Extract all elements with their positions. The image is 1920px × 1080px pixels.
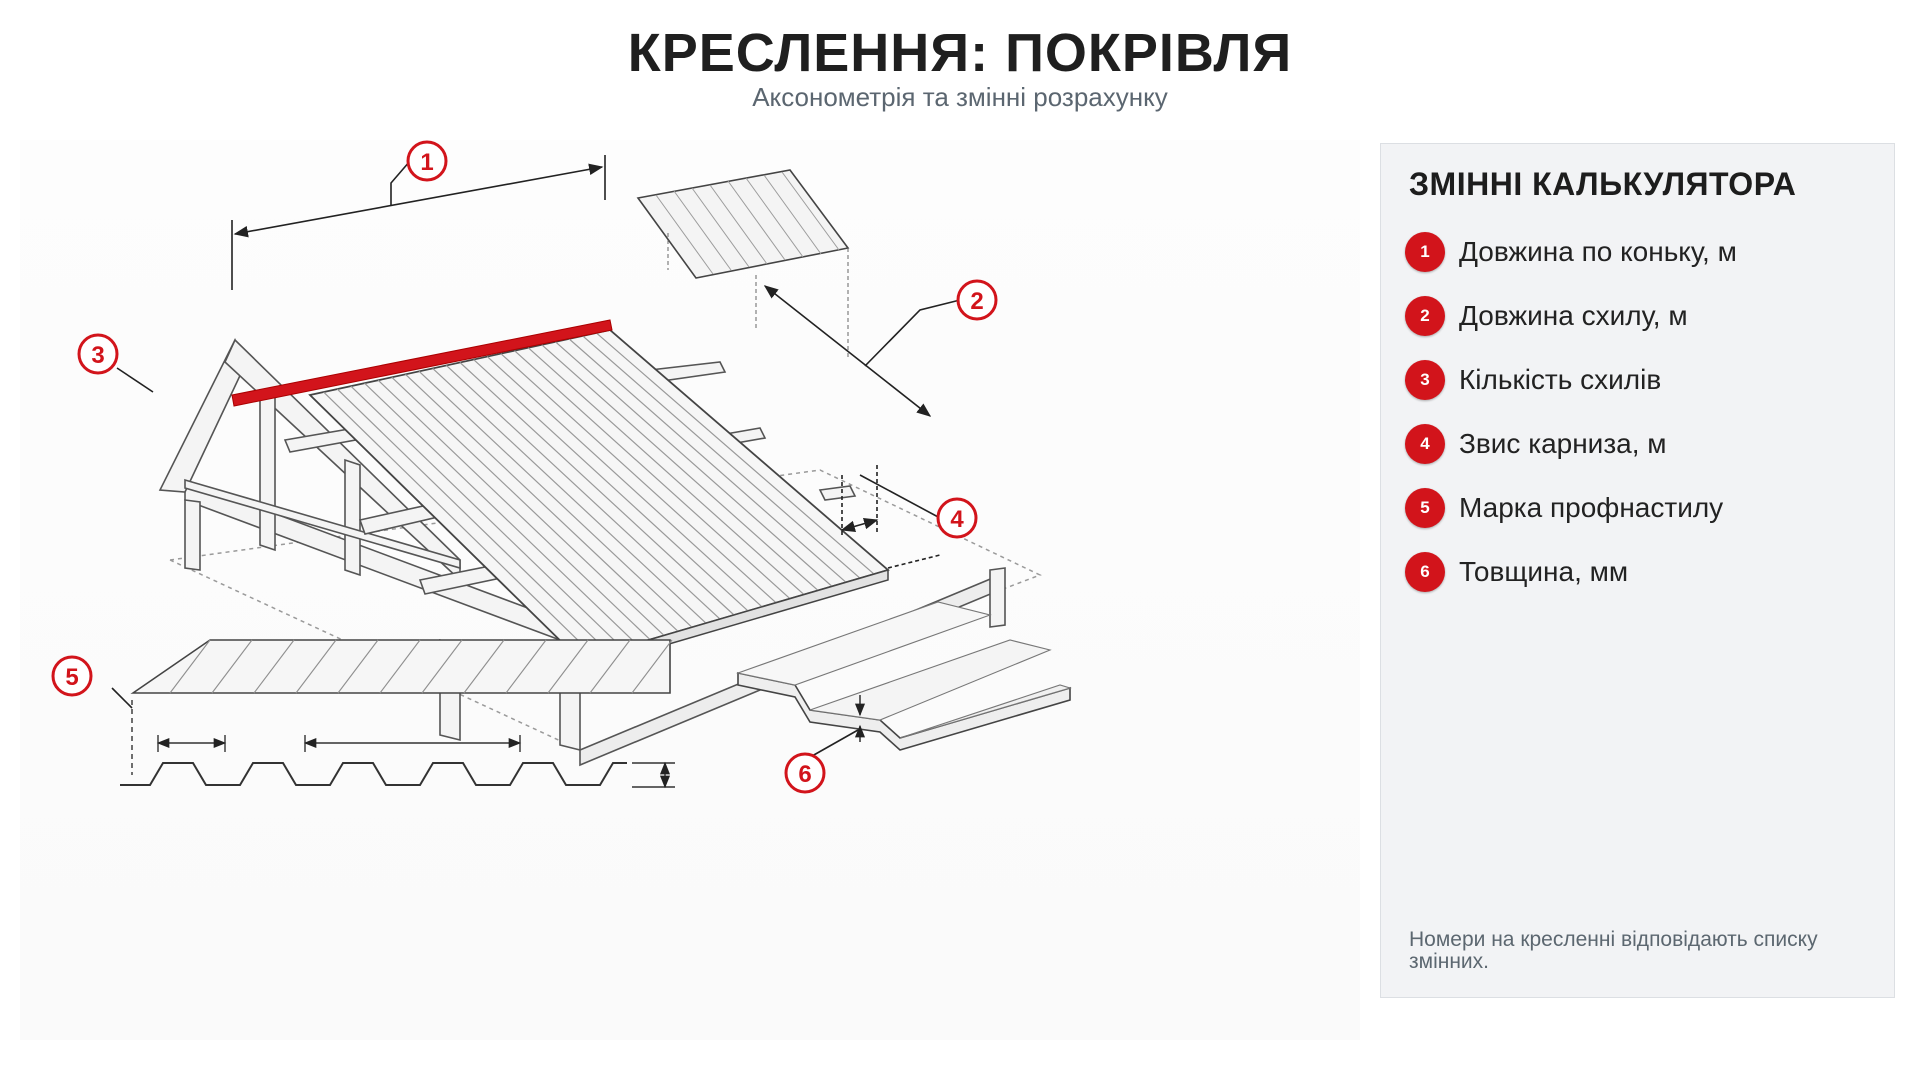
profile-rib: [589, 639, 631, 694]
variables-panel: ЗМІННІ КАЛЬКУЛЯТОРА 1 Довжина по коньку,…: [1380, 143, 1895, 998]
svg-text:1: 1: [420, 149, 433, 176]
roof-rib: [405, 373, 679, 632]
callout-6: 6: [784, 752, 826, 794]
thickness-detail: [735, 601, 1072, 751]
variable-label: Довжина по коньку, м: [1459, 236, 1737, 267]
roof-rib: [323, 391, 595, 657]
svg-text:4: 4: [950, 506, 964, 533]
variable-number-badge: 1: [1405, 232, 1445, 272]
callout-1: 1: [406, 140, 448, 182]
page-title: КРЕСЛЕННЯ: ПОКРІВЛЯ: [627, 23, 1293, 83]
panel-title: ЗМІННІ КАЛЬКУЛЯТОРА: [1409, 166, 1797, 202]
profile-rib: [463, 639, 505, 694]
roof-rib: [514, 350, 791, 600]
roof-rib: [555, 341, 833, 587]
variable-label: Довжина схилу, м: [1459, 300, 1688, 331]
roof-rib: [364, 382, 637, 645]
roof-rib: [541, 344, 819, 591]
profile-section: [120, 700, 675, 789]
variable-2: 2 Довжина схилу, м: [1405, 296, 1737, 336]
variable-5: 5 Марка профнастилу: [1405, 488, 1737, 528]
roof-rib: [473, 359, 749, 612]
profile-rib: [379, 639, 421, 694]
roof-rib: [336, 388, 609, 653]
roof-rib: [445, 365, 721, 620]
svg-text:3: 3: [91, 342, 104, 369]
page-subtitle: Аксонометрія та змінні розрахунку: [752, 82, 1168, 112]
roof-drawing: 1 2 3 4 5 6: [20, 140, 1360, 1040]
variable-label: Кількість схилів: [1459, 364, 1662, 395]
profile-rib: [421, 639, 463, 694]
callout-2: 2: [956, 279, 998, 321]
panel-note: Номери на кресленні відповідають списку …: [1409, 928, 1818, 973]
profile-rib: [169, 639, 211, 694]
callout-5: 5: [51, 655, 93, 697]
roof-drawing-svg: 1 2 3 4 5 6: [51, 140, 1072, 794]
loose-sheet: [636, 169, 850, 360]
profile-rib: [211, 639, 253, 694]
roof-rib: [568, 338, 847, 583]
variable-number-badge: 2: [1405, 296, 1445, 336]
svg-text:2: 2: [970, 288, 983, 315]
profile-rib: [295, 639, 337, 694]
variable-number-badge: 3: [1405, 360, 1445, 400]
variable-label: Марка профнастилу: [1459, 492, 1724, 523]
roof-rib: [582, 335, 861, 579]
variable-3: 3 Кількість схилів: [1405, 360, 1737, 400]
callout-4: 4: [936, 497, 978, 539]
roof-rib: [391, 376, 665, 636]
profile-rib: [253, 639, 295, 694]
svg-text:5: 5: [65, 664, 78, 691]
profile-rib: [505, 639, 547, 694]
variable-4: 4 Звис карниза, м: [1405, 424, 1737, 464]
dimension-lines: [231, 155, 941, 569]
roof-rib: [418, 370, 693, 628]
roof-rib: [350, 385, 623, 649]
roof-rib: [486, 356, 763, 608]
variable-number-badge: 4: [1405, 424, 1445, 464]
variable-label: Звис карниза, м: [1459, 428, 1667, 459]
profile-rib: [337, 639, 379, 694]
footprint-outline: [167, 469, 1042, 751]
variable-number-badge: 5: [1405, 488, 1445, 528]
profile-rib: [631, 639, 673, 694]
profile-rib: [547, 639, 589, 694]
variable-number-badge: 6: [1405, 552, 1445, 592]
roof-rib: [459, 362, 735, 616]
roof-rib: [500, 353, 777, 604]
callout-leaders: [111, 160, 961, 761]
callout-3: 3: [77, 333, 119, 375]
variable-label: Товщина, мм: [1459, 556, 1629, 587]
roof-rib: [377, 379, 651, 640]
profile-sheet-3d: [130, 639, 673, 694]
roof-rib: [432, 367, 707, 624]
variables-list: 1 Довжина по коньку, м 2 Довжина схилу, …: [1405, 232, 1737, 616]
variable-6: 6 Товщина, мм: [1405, 552, 1737, 592]
ridge-highlight: [231, 319, 613, 407]
svg-text:6: 6: [798, 761, 811, 788]
variable-1: 1 Довжина по коньку, м: [1405, 232, 1737, 272]
roof-rib: [527, 347, 805, 595]
roof-rib: [595, 332, 875, 575]
